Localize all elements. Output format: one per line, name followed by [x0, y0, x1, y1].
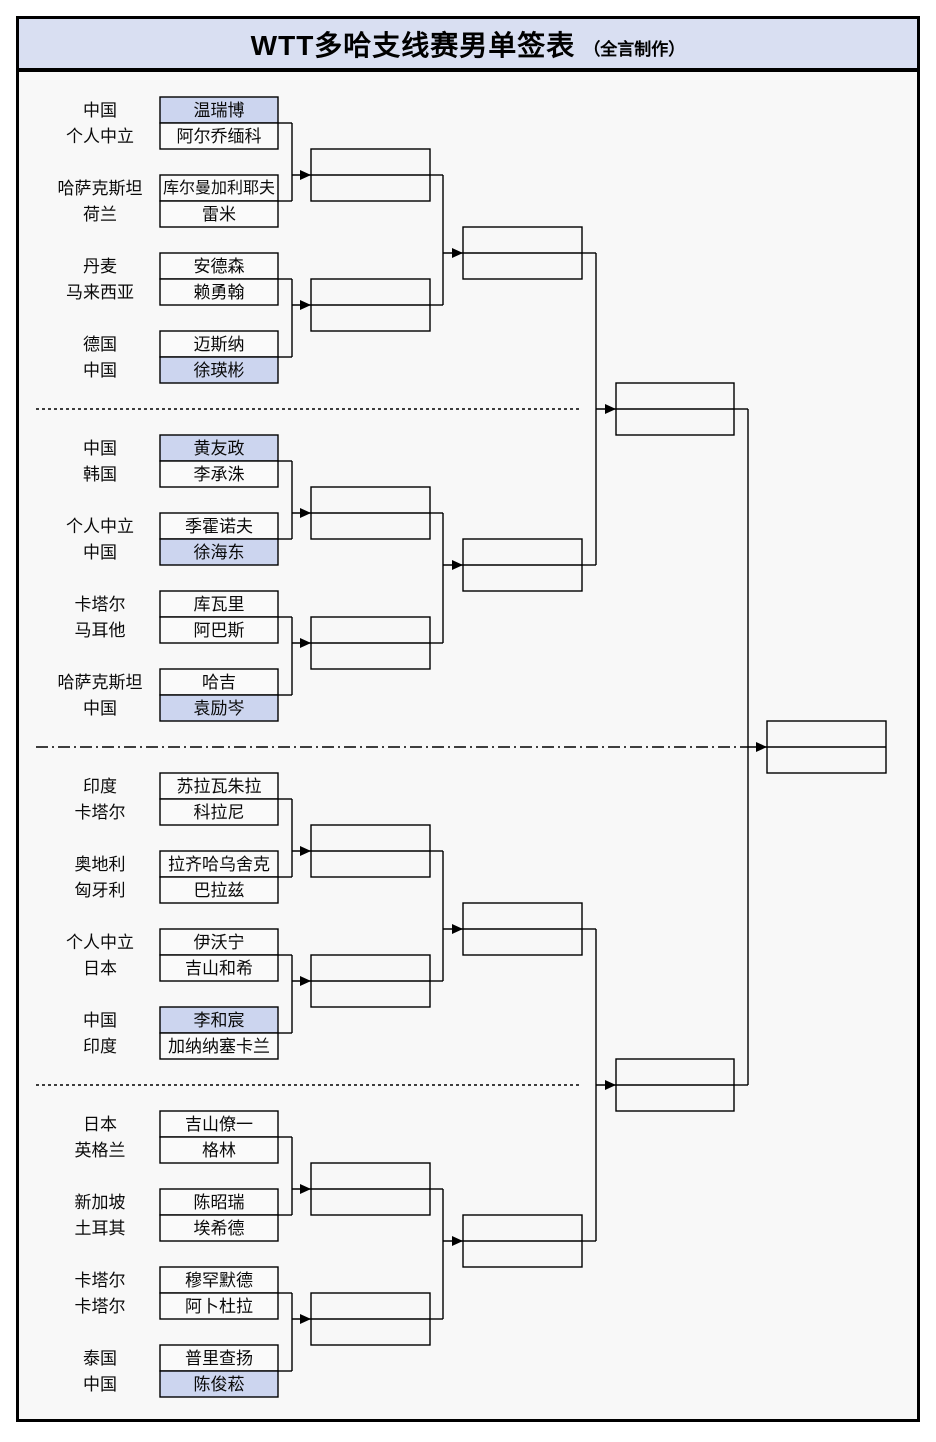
player-name: 袁励岑 — [193, 699, 245, 718]
player-name: 温瑞博 — [193, 101, 245, 120]
player-name: 加纳纳塞卡兰 — [168, 1037, 270, 1056]
country-label: 中国 — [83, 543, 117, 562]
country-label: 英格兰 — [74, 1141, 126, 1160]
player-name: 陈俊菘 — [193, 1375, 245, 1394]
country-label: 马来西亚 — [66, 283, 134, 302]
country-label: 中国 — [83, 361, 117, 380]
country-label: 中国 — [83, 101, 117, 120]
player-name: 哈吉 — [202, 673, 236, 692]
player-name: 库瓦里 — [193, 595, 245, 614]
player-name: 科拉尼 — [193, 803, 245, 822]
country-label: 卡塔尔 — [74, 1271, 126, 1290]
player-name: 埃希德 — [193, 1219, 245, 1238]
player-name: 穆罕默德 — [185, 1271, 253, 1290]
country-label: 印度 — [83, 1037, 117, 1056]
country-label: 荷兰 — [83, 205, 117, 224]
country-label: 奥地利 — [74, 855, 126, 874]
player-name: 苏拉瓦朱拉 — [176, 777, 262, 796]
player-name: 拉齐哈乌舍克 — [168, 855, 270, 874]
player-name: 李和宸 — [193, 1011, 245, 1030]
player-name: 季霍诺夫 — [185, 517, 253, 536]
player-name: 伊沃宁 — [193, 933, 245, 952]
country-label: 德国 — [83, 335, 117, 354]
country-label: 个人中立 — [66, 517, 134, 536]
player-name: 雷米 — [202, 205, 236, 224]
player-name: 陈昭瑞 — [193, 1193, 245, 1212]
country-label: 匈牙利 — [74, 881, 126, 900]
country-label: 土耳其 — [74, 1219, 126, 1238]
country-label: 卡塔尔 — [74, 1297, 126, 1316]
player-name: 普里查扬 — [185, 1349, 253, 1368]
country-label: 哈萨克斯坦 — [57, 179, 143, 198]
country-label: 日本 — [83, 959, 117, 978]
country-label: 日本 — [83, 1115, 117, 1134]
player-name: 阿卜杜拉 — [185, 1297, 253, 1316]
player-name: 吉山和希 — [185, 959, 253, 978]
player-name: 赖勇翰 — [193, 283, 245, 302]
player-name: 安德森 — [193, 257, 245, 276]
player-name: 阿巴斯 — [193, 621, 245, 640]
player-name: 库尔曼加利耶夫 — [162, 180, 275, 197]
country-label: 个人中立 — [66, 127, 134, 146]
country-label: 中国 — [83, 699, 117, 718]
player-name: 徐海东 — [193, 543, 245, 562]
player-name: 吉山僚一 — [185, 1115, 253, 1134]
player-name: 巴拉兹 — [193, 881, 245, 900]
player-name: 格林 — [202, 1141, 236, 1160]
country-label: 个人中立 — [66, 933, 134, 952]
country-label: 中国 — [83, 1011, 117, 1030]
player-name: 李承洙 — [193, 465, 245, 484]
page-title: WTT多哈支线赛男单签表 — [250, 29, 576, 61]
player-name: 阿尔乔缅科 — [176, 127, 262, 146]
country-label: 韩国 — [83, 465, 117, 484]
country-label: 泰国 — [83, 1349, 117, 1368]
player-name: 迈斯纳 — [193, 335, 245, 354]
country-label: 新加坡 — [74, 1193, 126, 1212]
country-label: 哈萨克斯坦 — [57, 673, 143, 692]
country-label: 中国 — [83, 439, 117, 458]
country-label: 丹麦 — [83, 257, 117, 276]
player-name: 徐瑛彬 — [193, 361, 245, 380]
country-label: 卡塔尔 — [74, 595, 126, 614]
country-label: 马耳他 — [74, 621, 126, 640]
title-bar: WTT多哈支线赛男单签表 （全言制作） — [19, 19, 917, 72]
country-label: 印度 — [83, 777, 117, 796]
country-label: 中国 — [83, 1375, 117, 1394]
title-credit: （全言制作） — [583, 39, 686, 59]
player-name: 黄友政 — [193, 439, 245, 458]
country-label: 卡塔尔 — [74, 803, 126, 822]
